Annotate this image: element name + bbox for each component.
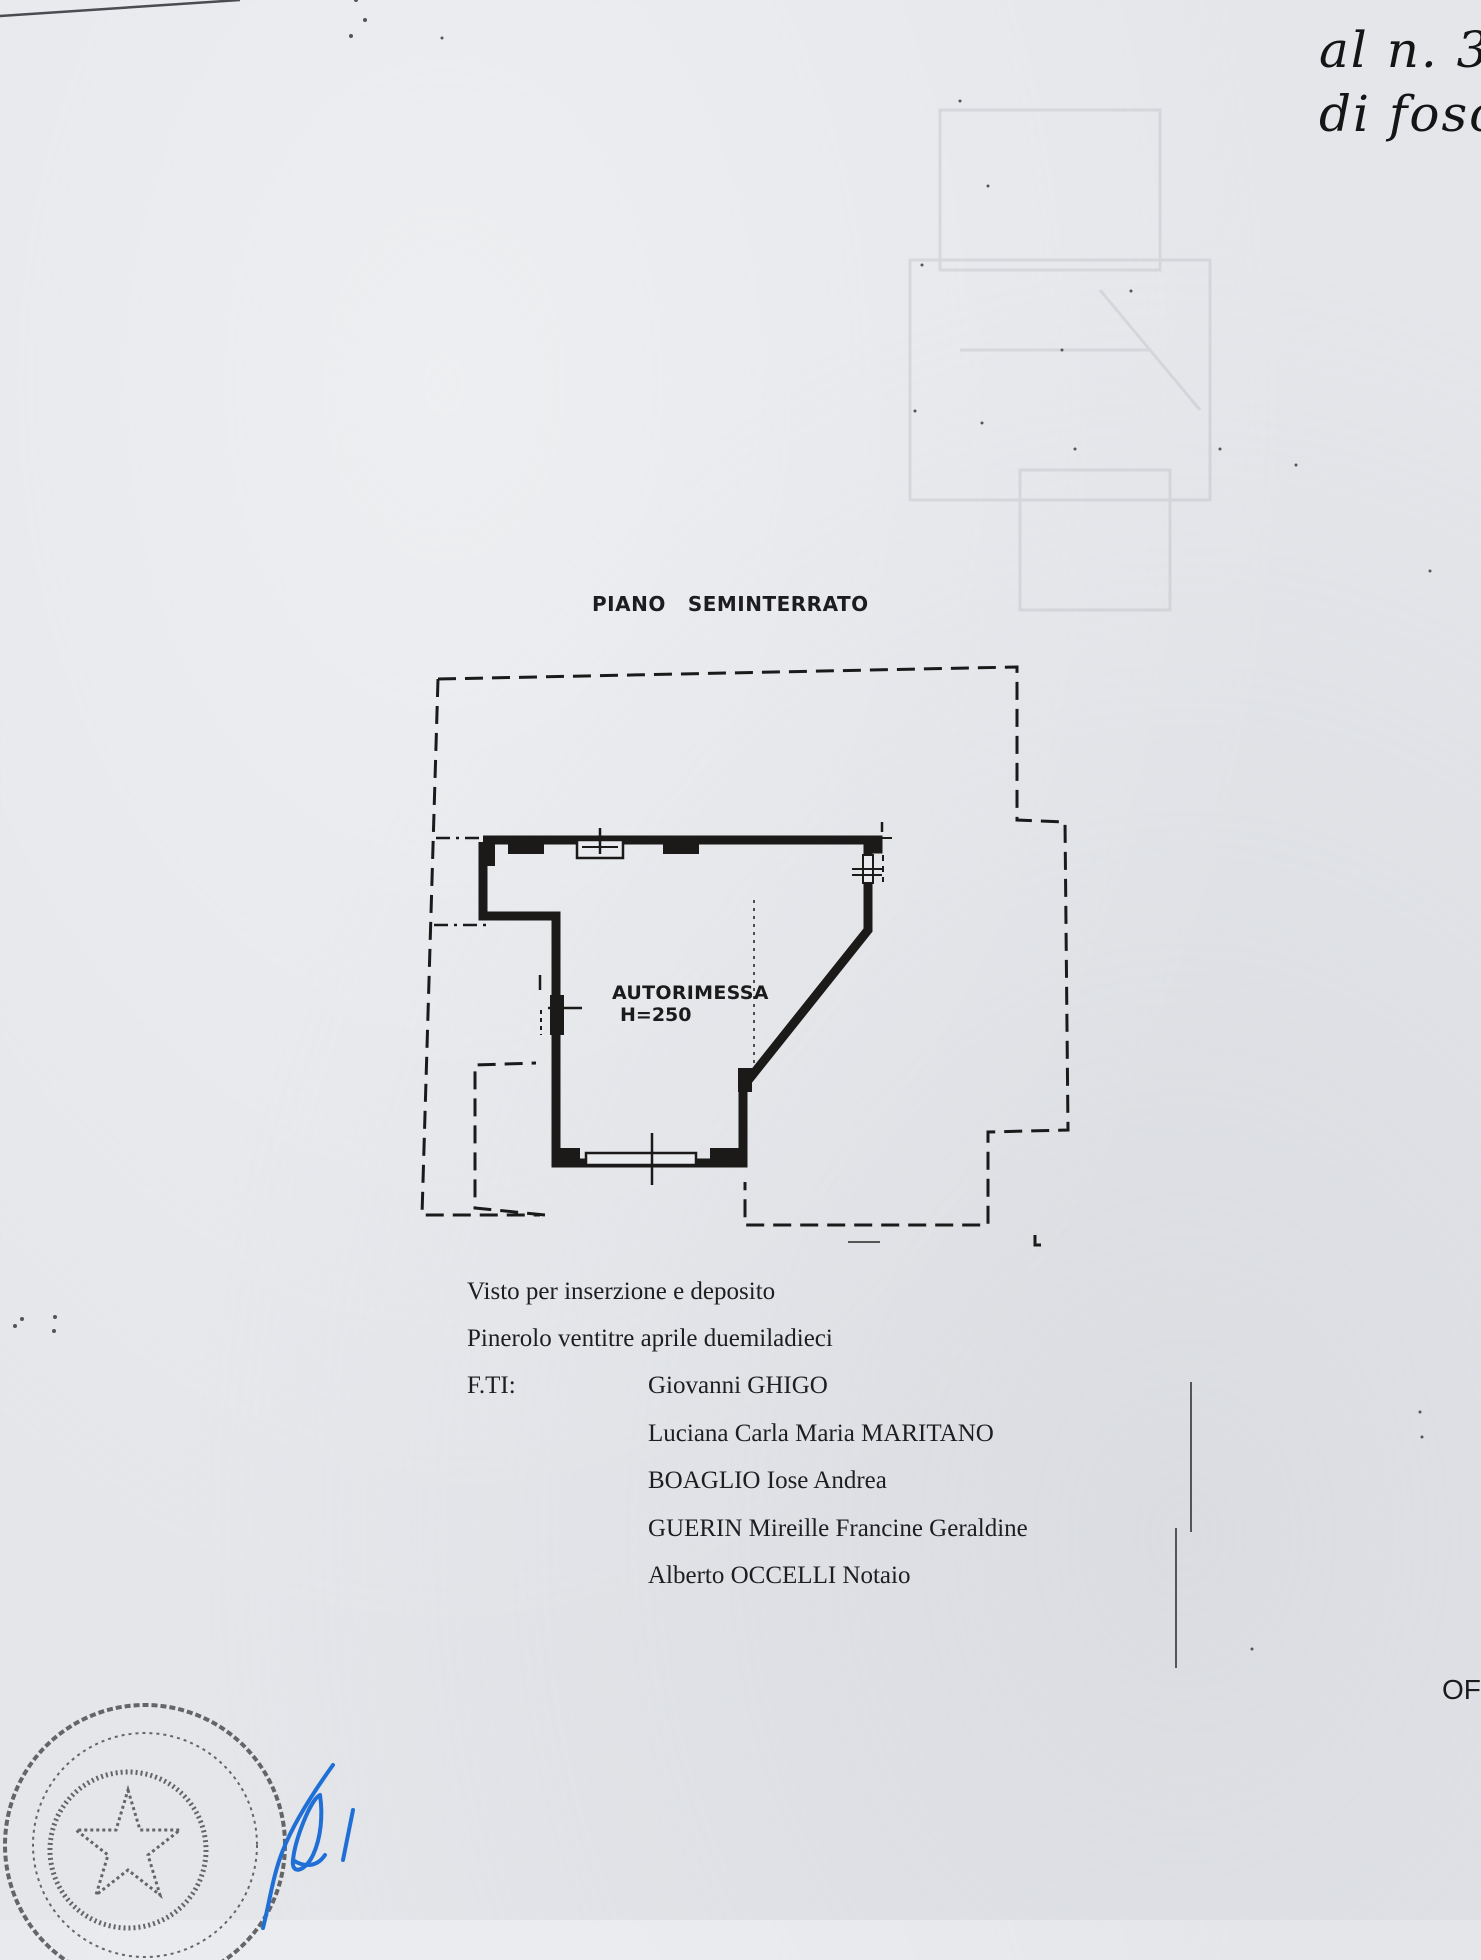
room-height-label: H=250 — [620, 1004, 692, 1026]
plan-title: PIANO SEMINTERRATO — [592, 592, 869, 616]
certification-line: Visto per inserzione e deposito — [467, 1278, 776, 1305]
certification-text: Visto per inserzione e deposito Pinerolo… — [467, 1268, 833, 1362]
signatory-name: BOAGLIO Iose Andrea — [648, 1467, 887, 1494]
signatory-name: Giovanni GHIGO — [648, 1372, 828, 1399]
signatory-name: GUERIN Mireille Francine Geraldine — [648, 1514, 1028, 1542]
cut-off-text: OF — [1442, 1674, 1481, 1705]
signatories-label: F.TI: — [467, 1372, 516, 1399]
paper-edge-line — [0, 0, 240, 18]
certification-line: Pinerolo ventitre aprile duemiladieci — [467, 1325, 833, 1352]
signature-bracket-line — [1190, 1382, 1192, 1532]
show-through-ghost-drawing — [908, 108, 1212, 612]
dashed-outline — [420, 665, 1070, 1227]
signatories-list: Giovanni GHIGO Luciana Carla Maria MARIT… — [648, 1362, 1028, 1600]
plan-title-word: PIANO — [592, 592, 666, 616]
plan-title-word: SEMINTERRATO — [687, 592, 869, 616]
handwritten-note: al n. 37 di fosc — [1319, 18, 1481, 146]
blue-signature — [261, 1763, 355, 1930]
floor-plan-drawing — [420, 665, 1070, 1247]
handwritten-line: di fosc — [1319, 85, 1481, 143]
handwritten-line: al n. 37 — [1319, 21, 1481, 79]
signatory-name: Alberto OCCELLI Notaio — [648, 1562, 911, 1589]
room-name-label: AUTORIMESSA — [612, 982, 769, 1004]
signatory-name: Luciana Carla Maria MARITANO — [648, 1419, 994, 1447]
signature-bracket-line — [1175, 1528, 1177, 1668]
